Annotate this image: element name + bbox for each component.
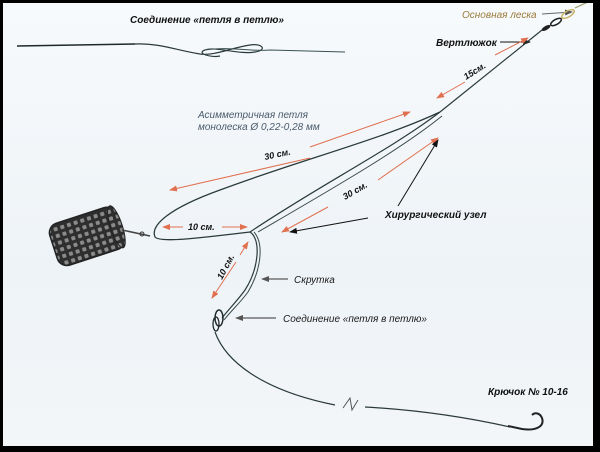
- dim-arrow-30-short-left: [281, 206, 329, 233]
- label-loop-to-loop-top: Соединение «петля в петлю»: [130, 15, 284, 26]
- label-asym-loop-line2: монолеска Ø 0,22-0,28 мм: [198, 122, 320, 133]
- dim-arrow-10-leader-up: [239, 241, 249, 256]
- break-symbol-icon: [342, 396, 359, 412]
- label-asym-loop-line1: Асимметричная петля: [197, 110, 309, 121]
- main-line-pointer-arrow: [541, 9, 573, 16]
- rig-diagram: Соединение «петля в петлю» Основная леск…: [16, 3, 588, 431]
- dim-arrow-30-long-left: [169, 157, 311, 192]
- surgeon-knot-pointer-arrow: [397, 139, 439, 207]
- label-surgeon-knot: Хирургический узел: [384, 210, 487, 221]
- dim-15cm: 15см.: [462, 60, 488, 81]
- label-swivel: Вертлюжок: [436, 38, 498, 49]
- dim-arrow-10-leader-down: [211, 261, 237, 299]
- twisted-leader: [221, 231, 261, 321]
- label-twist: Скрутка: [294, 275, 335, 286]
- dim-arrow-30-long-right: [309, 111, 411, 148]
- dim-arrow-15-up: [494, 37, 529, 56]
- swivel-icon: [541, 8, 575, 32]
- surgeon-knot-pointer-arrow-2: [289, 217, 369, 234]
- label-hook: Крючок № 10-16: [488, 387, 568, 398]
- dim-10cm-feeder: 10 см.: [188, 222, 215, 232]
- feeder-cage-icon: [48, 205, 151, 267]
- dim-arrow-15-down: [436, 81, 466, 99]
- loop-to-loop-illustration: [16, 43, 346, 58]
- label-main-line: Основная леска: [462, 10, 537, 21]
- hook-link-line: [214, 331, 336, 406]
- dim-30cm-long: 30 см.: [263, 147, 291, 162]
- dim-arrow-30-short-right: [377, 137, 439, 181]
- asymmetric-loop: [153, 111, 443, 241]
- hook-icon: [507, 412, 544, 431]
- hook-link-line-2: [364, 406, 511, 428]
- loop-to-loop-knot-icon: [212, 309, 224, 332]
- dim-30cm-short: 30 см.: [341, 180, 369, 202]
- diagram-canvas: Соединение «петля в петлю» Основная леск…: [3, 3, 593, 446]
- main-line: [574, 3, 588, 9]
- label-loop-to-loop-bottom: Соединение «петля в петлю»: [283, 314, 427, 325]
